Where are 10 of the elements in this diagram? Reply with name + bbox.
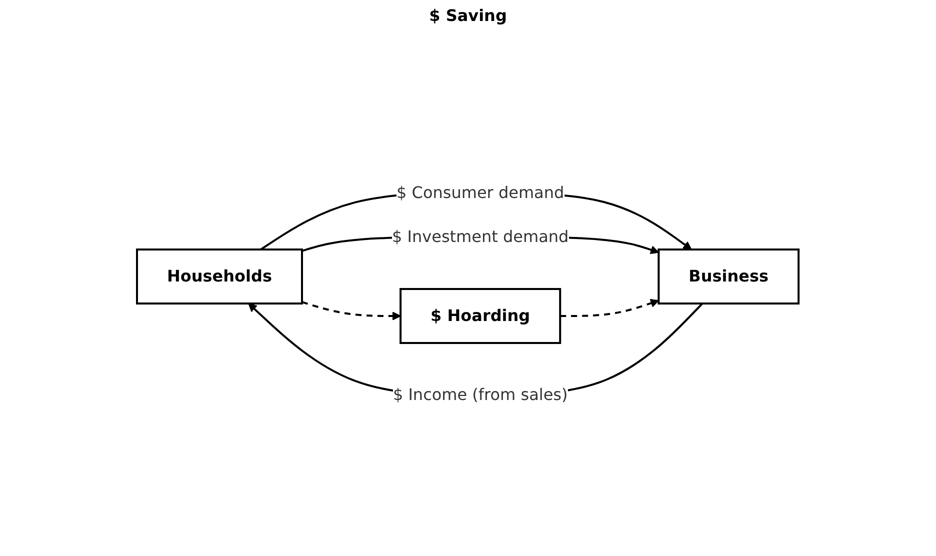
- node-box: $ Hoarding: [400, 288, 562, 344]
- node-box: Households: [136, 248, 304, 304]
- node-box: Business: [658, 248, 800, 304]
- edge-label: $ Investment demand: [392, 226, 569, 246]
- arrow: [560, 298, 660, 316]
- arrow: [260, 192, 692, 250]
- flow-label: $ Saving: [429, 6, 507, 25]
- arrow: [302, 300, 402, 320]
- edge-label: $ Income (from sales): [393, 384, 568, 404]
- edge-label: $ Consumer demand: [396, 182, 564, 202]
